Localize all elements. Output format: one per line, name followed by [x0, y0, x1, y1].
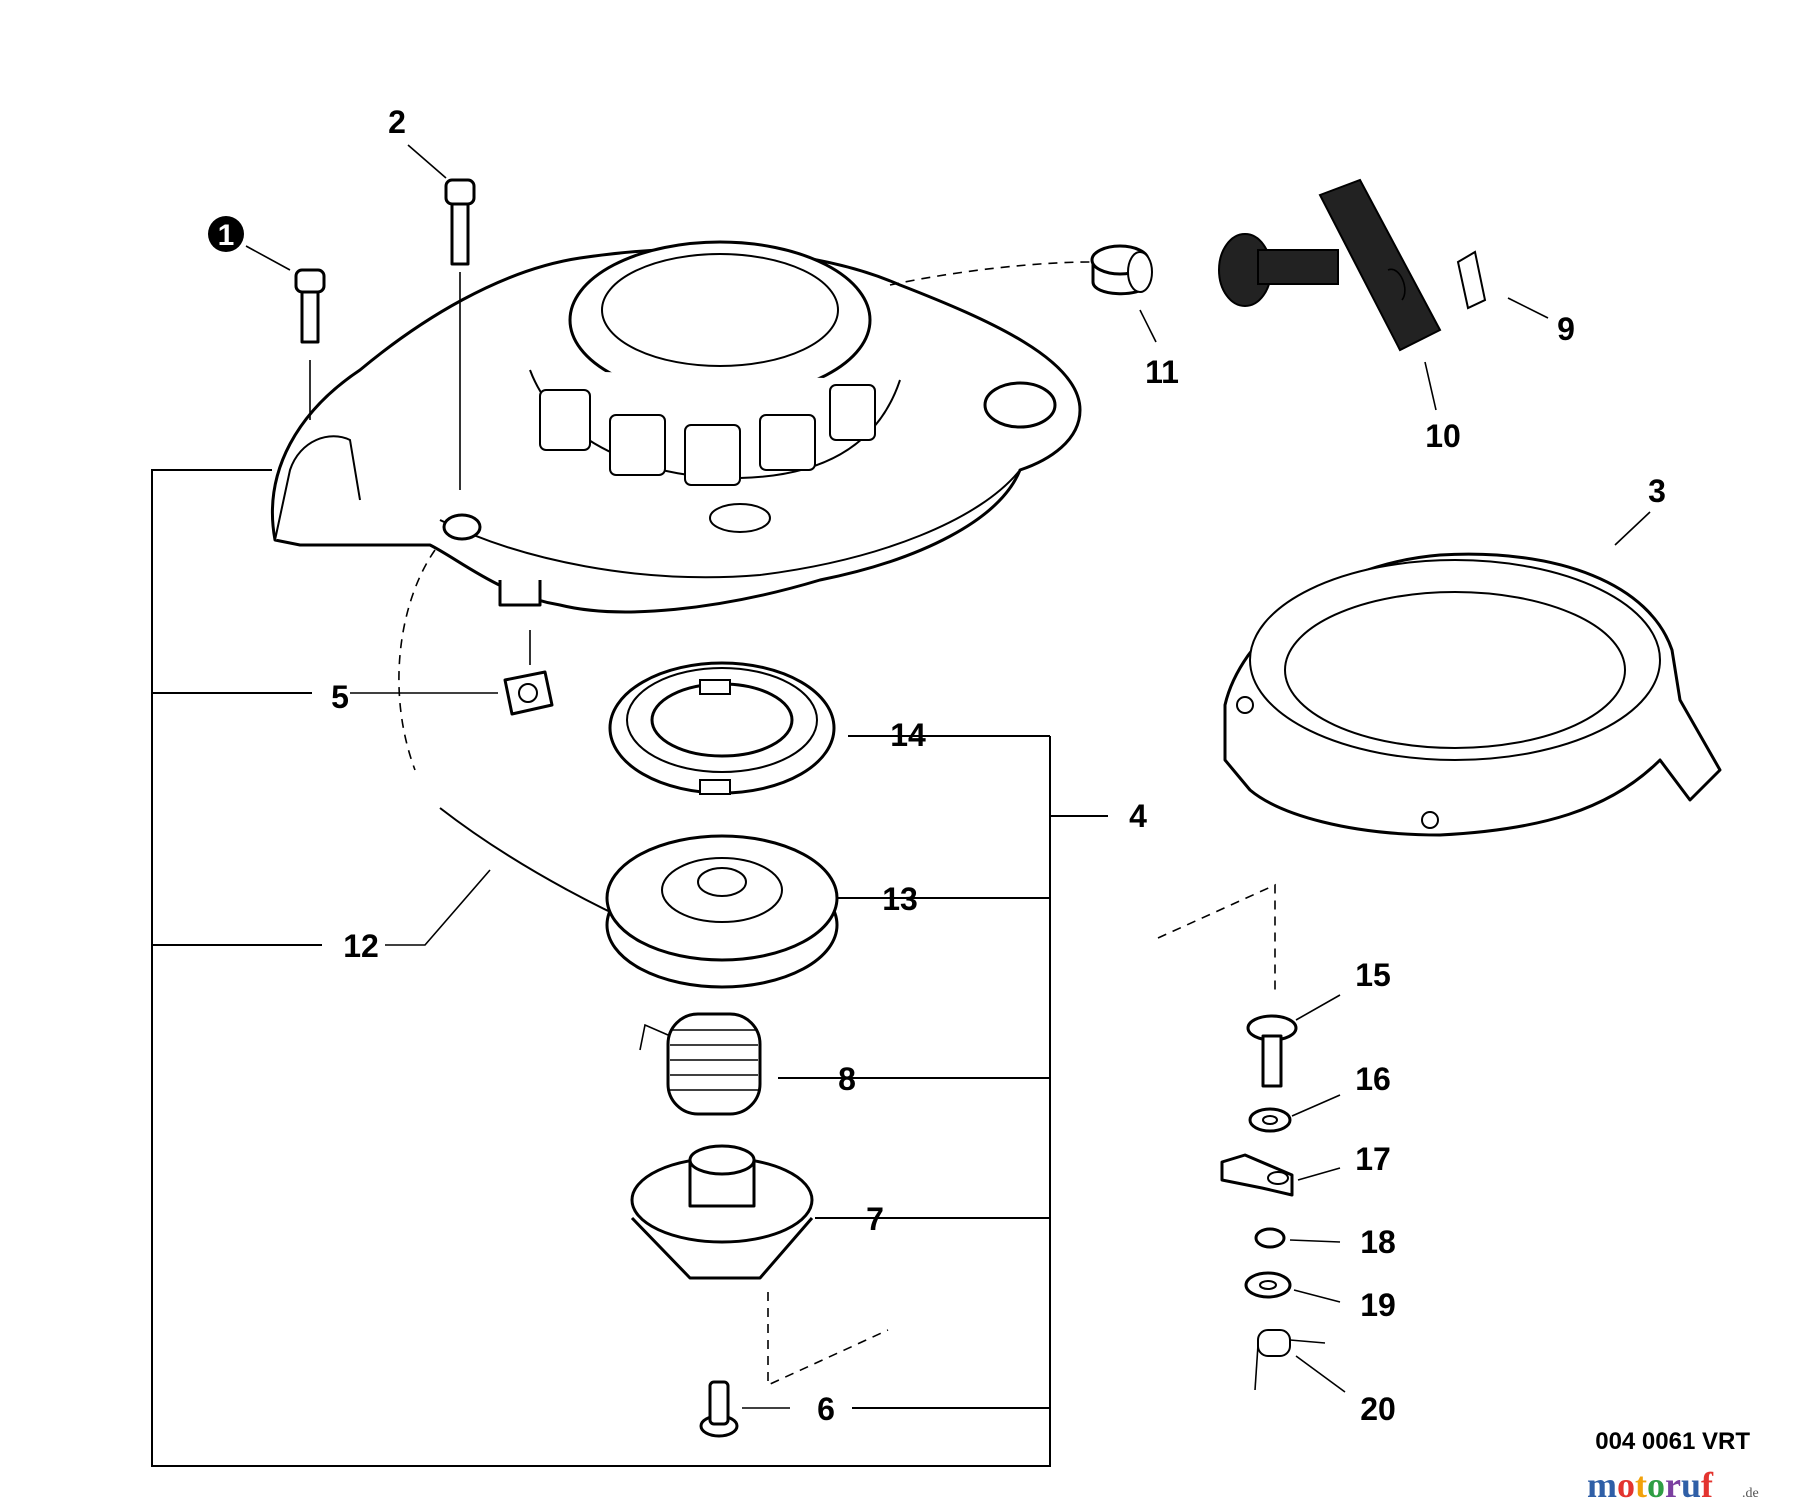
callout-5-label: 5: [331, 679, 349, 715]
callout-17: 17: [1355, 1141, 1391, 1177]
rope-reel-13-part: [605, 834, 839, 989]
callout-3: 3: [1614, 473, 1666, 546]
callout-20-label: 20: [1360, 1391, 1396, 1427]
callout-7-label: 7: [866, 1201, 884, 1237]
dashed-assembly-lines: [398, 261, 1276, 1387]
callout-13: 13: [882, 881, 918, 917]
callout-20: 20: [1360, 1391, 1396, 1427]
insert-9-part: [1456, 250, 1549, 319]
callout-6: 6: [817, 1391, 835, 1427]
spring-20-part: [1254, 1329, 1346, 1393]
spring-8-part: [639, 1012, 830, 1116]
washer-18-part: [1254, 1227, 1341, 1249]
watermark-text: motoruf: [1587, 1465, 1714, 1505]
callout-9-label: 9: [1557, 311, 1575, 347]
callout-19: 19: [1360, 1287, 1396, 1323]
handle-10-part: [1218, 178, 1442, 411]
bushing-11-part: [1090, 244, 1157, 343]
callout-5: 5: [331, 679, 349, 715]
screw-6-part: [699, 1380, 790, 1438]
callout-11: 11: [1145, 354, 1179, 390]
callout-1-label: 1: [218, 219, 235, 252]
callout-7: 7: [866, 1201, 884, 1237]
housing-vent-slots: [539, 384, 876, 486]
recoil-spring-14-part: [608, 661, 836, 795]
callout-3-label: 3: [1648, 473, 1666, 509]
callout-19-label: 19: [1360, 1287, 1396, 1323]
washer-16-part: [1248, 1094, 1341, 1133]
callout-10-label: 10: [1425, 418, 1461, 454]
washer-19-part: [1244, 1271, 1341, 1303]
watermark-logo: motoruf .de: [1587, 1465, 1759, 1505]
callout-18-label: 18: [1360, 1224, 1396, 1260]
starter-ring-3-part: [1223, 552, 1722, 837]
bracket-frames: [151, 469, 1108, 1467]
nut-5-part: [350, 630, 554, 716]
callout-17-label: 17: [1355, 1141, 1391, 1177]
callout-2-label: 2: [388, 104, 406, 140]
callout-14: 14: [890, 717, 926, 753]
callout-15-label: 15: [1355, 957, 1391, 993]
callout-10: 10: [1425, 418, 1461, 454]
callout-2: 2: [388, 104, 447, 179]
screw-2-part: [444, 178, 476, 490]
callout-16-label: 16: [1355, 1061, 1391, 1097]
callout-9: 9: [1557, 311, 1575, 347]
callout-12: 12: [343, 928, 379, 964]
screw-15-part: [1246, 994, 1341, 1088]
pawl-17-part: [1220, 1153, 1341, 1197]
callout-16: 16: [1355, 1061, 1391, 1097]
callout-18: 18: [1360, 1224, 1396, 1260]
callout-11-label: 11: [1145, 354, 1179, 390]
callout-4: 4: [1129, 798, 1147, 834]
starter-housing-part: [270, 240, 1082, 614]
callout-6-label: 6: [817, 1391, 835, 1427]
pulley-hub-7-part: [630, 1144, 814, 1280]
callout-1: 1: [208, 216, 291, 271]
callout-12-label: 12: [343, 928, 379, 964]
callout-15: 15: [1355, 957, 1391, 993]
callout-8: 8: [838, 1061, 856, 1097]
screw-1-part: [294, 268, 326, 420]
callout-14-label: 14: [890, 717, 926, 753]
watermark-tld: .de: [1742, 1486, 1759, 1501]
callout-13-label: 13: [882, 881, 918, 917]
callout-4-label: 4: [1129, 798, 1147, 834]
drawing-code: 004 0061 VRT: [1595, 1428, 1750, 1455]
callout-1-badge: [208, 216, 244, 252]
callout-8-label: 8: [838, 1061, 856, 1097]
